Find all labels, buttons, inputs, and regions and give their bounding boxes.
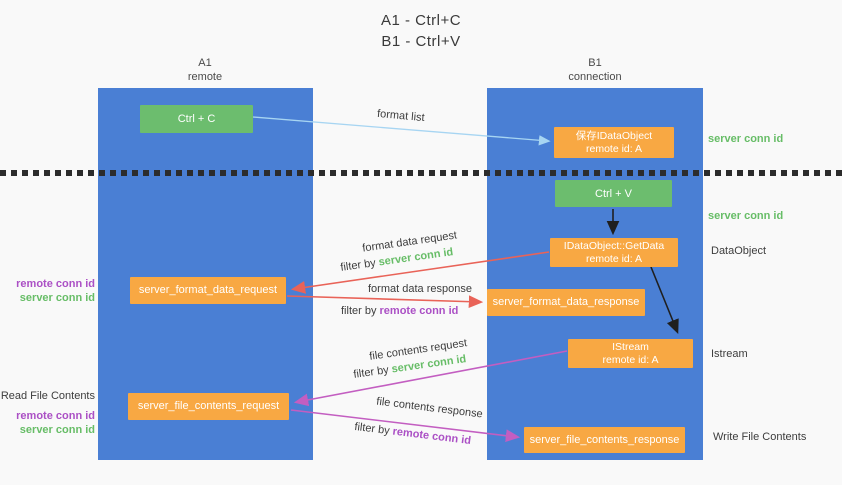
write-file-contents-label: Write File Contents (713, 431, 807, 443)
diagram-title: A1 - Ctrl+C B1 - Ctrl+V (0, 10, 842, 52)
istream-line1: IStream (612, 340, 649, 353)
server-conn-id-left-1: server conn id (19, 292, 95, 304)
server-file-contents-request-box: server_file_contents_request (128, 393, 289, 420)
ctrl-v-box: Ctrl + V (555, 180, 672, 207)
session-divider-dashed-line (0, 170, 842, 176)
server-conn-id-right-mid: server conn id (708, 210, 784, 222)
right-column-name: B1 (588, 57, 602, 69)
left-column-header: A1 remote (150, 56, 260, 84)
istream-box: IStream remote id: A (568, 339, 693, 368)
server-file-contents-response-box: server_file_contents_response (524, 427, 685, 453)
ctrl-c-box: Ctrl + C (140, 105, 253, 133)
getdata-box: IDataObject::GetData remote id: A (550, 238, 678, 267)
format-data-response-arrow (286, 295, 484, 309)
dataobject-label: DataObject (711, 245, 767, 257)
remote-conn-id-left-1: remote conn id (16, 278, 95, 290)
filter-by-text-3: filter by (352, 363, 393, 381)
filter-by-server-conn-id-label-1: filter by server conn id (340, 246, 454, 274)
filter-by-remote-conn-id-label-2: filter by remote conn id (354, 421, 472, 447)
save-idataobject-line2: remote id: A (585, 142, 643, 155)
right-column-subtitle: connection (568, 71, 622, 83)
remote-conn-id-text-2: remote conn id (391, 425, 472, 448)
file-contents-response-label: file contents response (375, 395, 484, 421)
save-idataobject-line1: 保存IDataObject (575, 129, 653, 142)
format-data-response-label: format data response (368, 283, 472, 295)
left-column-subtitle: remote (187, 71, 223, 83)
getdata-line1: IDataObject::GetData (563, 239, 665, 252)
title-line-1: A1 - Ctrl+C (380, 12, 462, 29)
server-conn-id-right-top: server conn id (708, 133, 784, 145)
filter-by-text-1: filter by (339, 256, 380, 274)
format-list-label: format list (376, 107, 426, 125)
save-idataobject-box: 保存IDataObject remote id: A (554, 127, 674, 158)
server-conn-id-left-2: server conn id (19, 424, 95, 436)
server-format-data-request-box: server_format_data_request (130, 277, 286, 304)
right-column-header: B1 connection (540, 56, 650, 84)
filter-by-text-4: filter by (353, 420, 394, 438)
read-file-contents-label: Read File Contents (0, 390, 95, 402)
getdata-line2: remote id: A (585, 252, 643, 265)
title-line-2: B1 - Ctrl+V (381, 33, 461, 50)
remote-conn-id-left-2: remote conn id (16, 410, 95, 422)
remote-conn-id-text-1: remote conn id (379, 305, 459, 317)
filter-by-text-2: filter by (341, 305, 380, 317)
server-format-data-response-box: server_format_data_response (487, 289, 645, 316)
istream-side-label: Istream (711, 348, 748, 360)
istream-line2: remote id: A (602, 353, 659, 366)
left-column-name: A1 (198, 57, 212, 69)
filter-by-remote-conn-id-label-1: filter by remote conn id (341, 305, 458, 317)
